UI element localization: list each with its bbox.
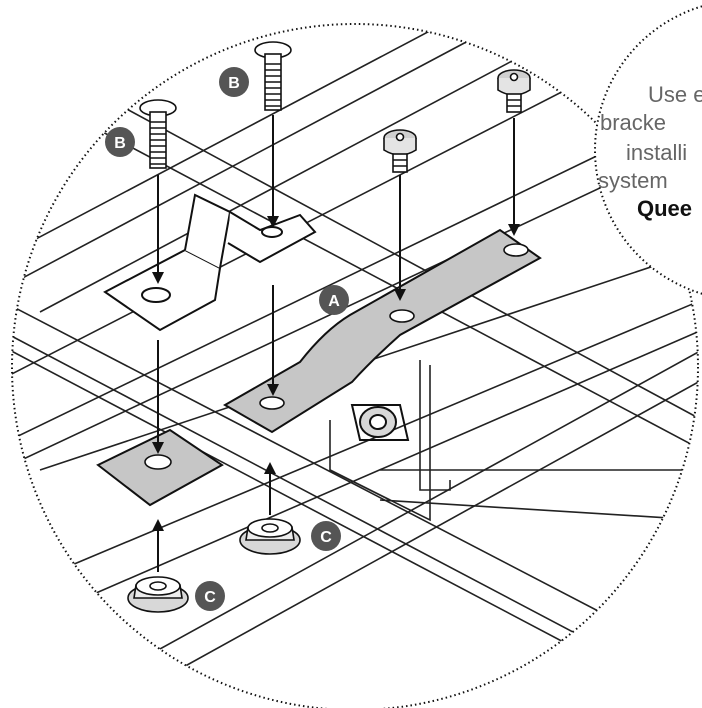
callout-b-left: B	[105, 127, 135, 157]
note-line-2: bracke	[600, 110, 666, 135]
socket-screw-right	[497, 69, 531, 113]
note-line-5: Quee	[637, 196, 692, 221]
post-bolt	[350, 404, 410, 441]
callout-a: A	[319, 285, 349, 315]
note-line-4: system	[598, 168, 668, 193]
bolt-b-right	[254, 41, 292, 111]
callout-b-right: B	[219, 67, 249, 97]
note-bubble: Use e bracke installi system Quee	[594, 5, 702, 295]
flange-nut-left	[127, 576, 189, 613]
svg-text:C: C	[204, 589, 216, 606]
plate-a	[222, 228, 542, 434]
note-line-1: Use e	[648, 82, 702, 107]
flange-nut-center	[239, 518, 301, 555]
callout-c-left: C	[195, 581, 225, 611]
detail-circle-border	[11, 23, 699, 708]
svg-text:B: B	[114, 135, 126, 152]
assembly-arrows	[152, 115, 520, 572]
svg-text:B: B	[228, 75, 240, 92]
svg-text:A: A	[328, 293, 340, 310]
lower-plate-hole	[144, 454, 172, 470]
callout-c-center: C	[311, 521, 341, 551]
bolt-b-left	[139, 99, 177, 169]
callout-labels: B B A C C	[105, 67, 349, 611]
svg-text:C: C	[320, 529, 332, 546]
plate-a-hole-3	[503, 243, 529, 257]
socket-screw-middle	[383, 129, 417, 173]
plate-a-hole-2	[389, 309, 415, 323]
z-bracket	[103, 193, 317, 332]
upper-rail	[12, 24, 698, 471]
support-post	[329, 360, 451, 522]
plate-a-hole-1	[259, 396, 285, 410]
note-line-3: installi	[626, 140, 687, 165]
